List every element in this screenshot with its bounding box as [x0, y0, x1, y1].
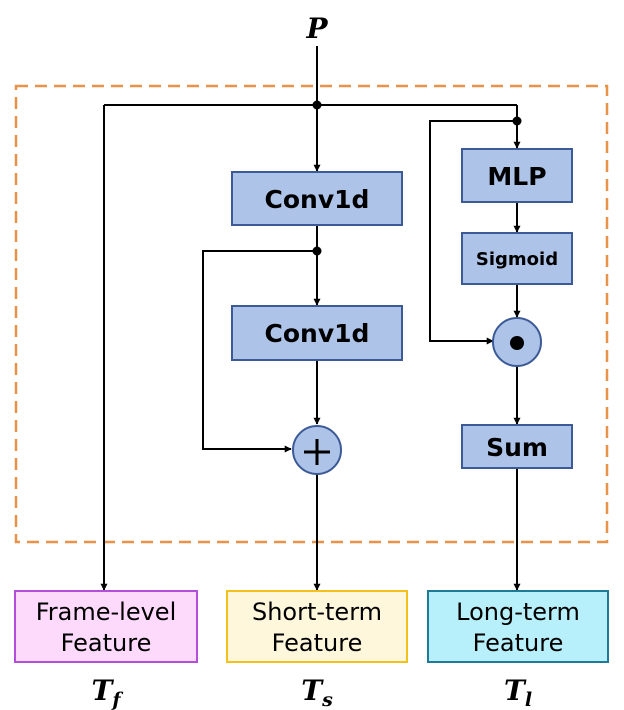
conv1d-block-top[interactable]: Conv1d: [231, 171, 403, 226]
output-symbol-short: Ts: [301, 674, 333, 710]
mlp-label: MLP: [487, 162, 546, 191]
output-symbol-long: Tl: [504, 674, 532, 710]
conv1d-top-label: Conv1d: [265, 185, 370, 214]
frame-feature-line1: Frame-level: [36, 598, 177, 626]
conv1d-bottom-label: Conv1d: [265, 319, 370, 348]
frame-level-feature-box[interactable]: Frame-level Feature: [14, 590, 198, 663]
conv1d-block-bottom[interactable]: Conv1d: [231, 305, 403, 361]
sum-label: Sum: [486, 433, 548, 462]
junction-dot: [512, 116, 522, 126]
mlp-block[interactable]: MLP: [461, 148, 573, 203]
frame-feature-line2: Feature: [61, 629, 152, 657]
sigmoid-block[interactable]: Sigmoid: [461, 232, 573, 285]
short-feature-line2: Feature: [272, 629, 363, 657]
long-feature-line1: Long-term: [456, 598, 580, 626]
sum-block[interactable]: Sum: [461, 424, 573, 469]
add-operator[interactable]: [292, 425, 342, 475]
edge-skip-to-multiply: [429, 120, 517, 345]
dot-product-icon: [510, 336, 524, 350]
connectors: [100, 46, 521, 591]
junction-dot: [312, 100, 322, 110]
junction-dot: [312, 246, 322, 256]
module-dashed-border: [14, 84, 609, 544]
long-feature-line2: Feature: [473, 629, 564, 657]
long-term-feature-box[interactable]: Long-term Feature: [427, 590, 609, 663]
short-feature-line1: Short-term: [252, 598, 382, 626]
sigmoid-label: Sigmoid: [476, 249, 558, 270]
input-label: P: [305, 12, 328, 45]
junction-dots: [312, 100, 522, 256]
short-term-feature-box[interactable]: Short-term Feature: [226, 590, 408, 663]
edge-residual-skip: [202, 250, 317, 453]
multiply-operator[interactable]: [492, 317, 542, 367]
output-symbol-frame: Tf: [91, 674, 123, 710]
